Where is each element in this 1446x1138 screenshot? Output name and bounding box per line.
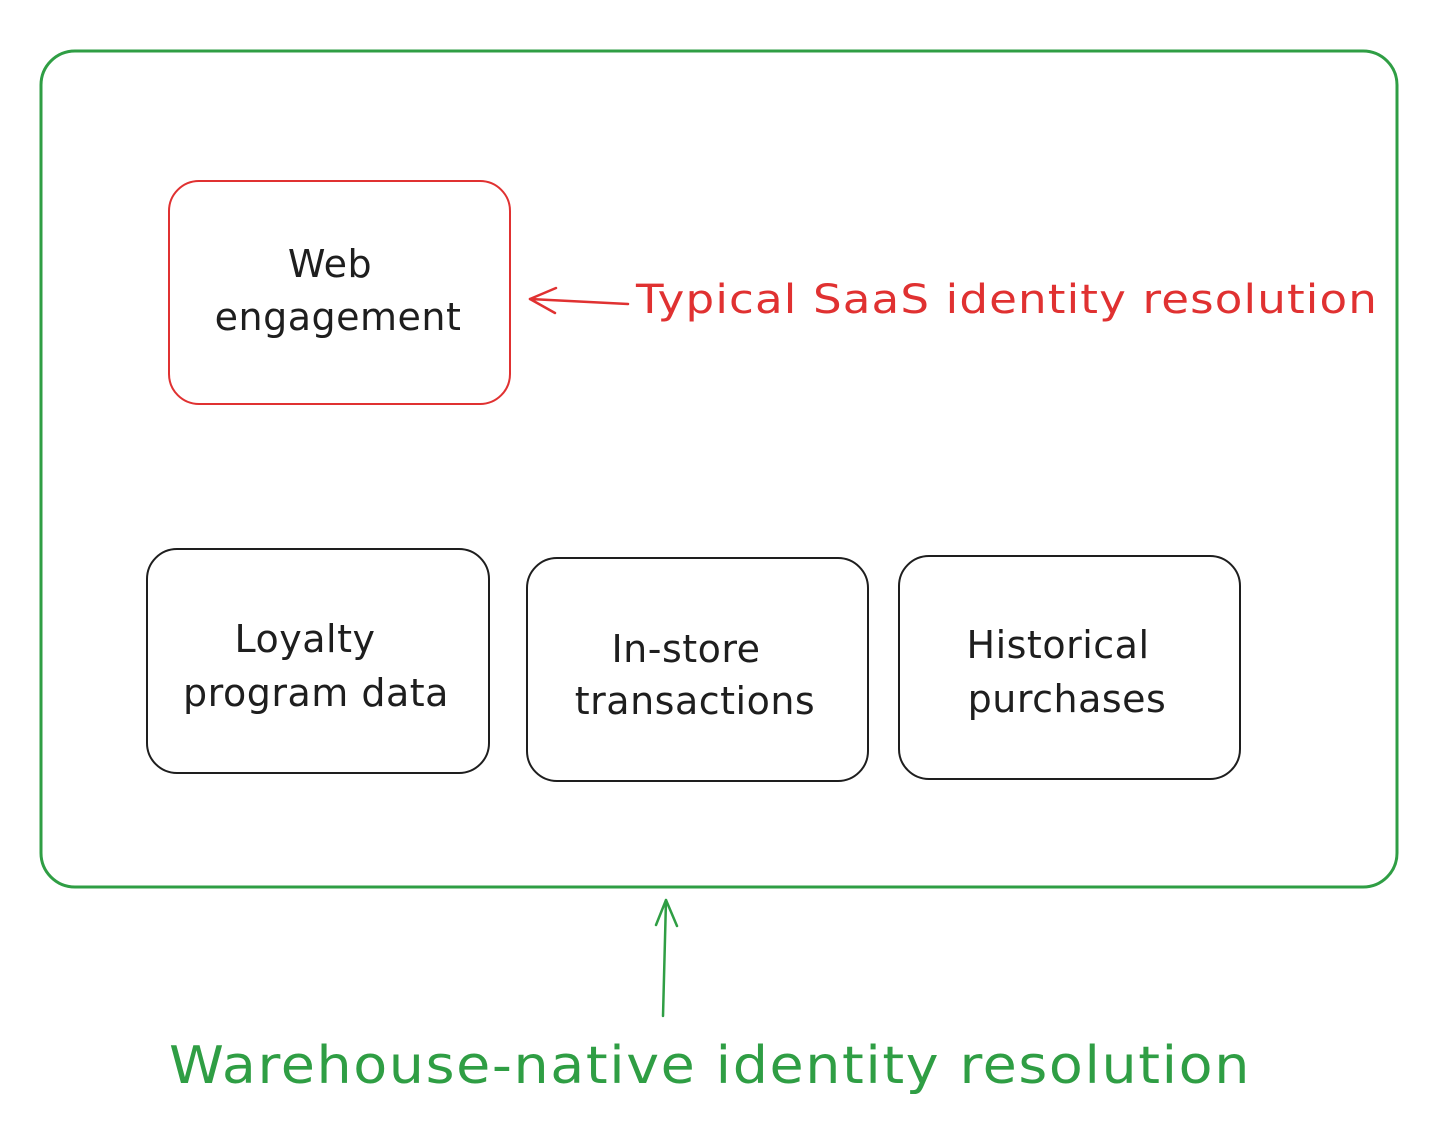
in-store-transactions-box: In-store transactions <box>526 557 869 782</box>
warehouse-container <box>39 49 1399 889</box>
historical-purchases-label-line1: Historical <box>967 623 1150 667</box>
loyalty-program-label-line1: Loyalty <box>235 617 376 661</box>
warehouse-arrow-head <box>654 898 679 928</box>
historical-purchases-label-line2: purchases <box>968 677 1167 721</box>
in-store-transactions-label-line1: In-store <box>611 627 760 671</box>
loyalty-program-border <box>146 548 490 774</box>
in-store-transactions-border <box>526 557 869 782</box>
saas-arrow-head <box>528 286 558 315</box>
web-engagement-label-line2: engagement <box>215 295 462 339</box>
saas-arrow <box>528 286 630 315</box>
web-engagement-border <box>168 180 511 405</box>
historical-purchases-box: Historical purchases <box>898 555 1241 780</box>
loyalty-program-label-line2: program data <box>183 671 449 715</box>
loyalty-program-box: Loyalty program data <box>146 548 490 774</box>
warehouse-annotation-label: Warehouse-native identity resolution <box>169 1036 1251 1096</box>
historical-purchases-border <box>898 555 1241 780</box>
web-engagement-box: Web engagement <box>168 180 511 405</box>
warehouse-arrow <box>654 898 679 1018</box>
in-store-transactions-label-line2: transactions <box>575 679 815 723</box>
web-engagement-label-line1: Web <box>288 242 372 286</box>
saas-annotation-label: Typical SaaS identity resolution <box>635 277 1378 323</box>
warehouse-arrow-shaft <box>661 898 668 1018</box>
saas-arrow-shaft <box>528 297 630 306</box>
